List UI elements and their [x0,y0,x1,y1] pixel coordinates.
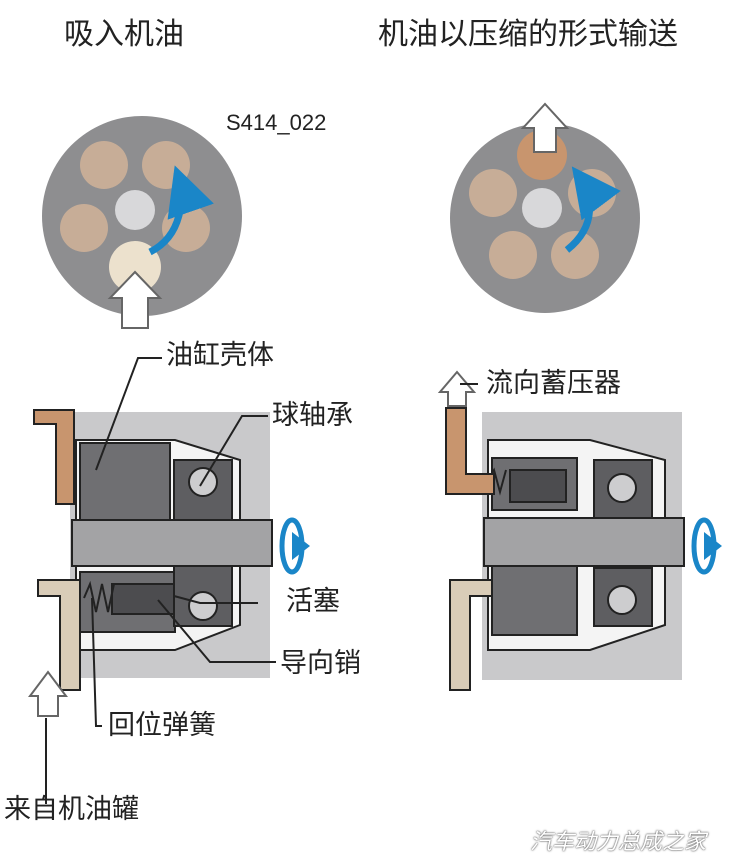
figure-code: S414_022 [226,110,327,135]
pressure-pipe [445,407,495,495]
suction-disc [42,116,242,329]
suction-pipe [37,579,81,691]
watermark: 汽车动力总成之家 [530,830,707,855]
piston [111,583,175,615]
piston-bore [162,204,210,252]
label-cylinder-housing: 油缸壳体 [166,340,274,371]
label-to-accumulator: 流向蓄压器 [486,368,621,399]
piston-bore [489,231,537,279]
label-return-spring: 回位弹簧 [108,710,216,741]
piston-bore [60,204,108,252]
pressure-pipe [33,409,75,505]
leader-lines [45,357,478,804]
leader-cylinder-housing [95,357,162,471]
label-ball-bearing: 球轴承 [272,400,353,431]
shaft [483,517,685,567]
rotation-arrow [148,165,214,256]
pressure-disc [450,102,640,313]
suction-bore [109,241,161,293]
bearing-ball [188,591,218,621]
leader-piston [173,595,258,604]
outflow-arrow-icon [437,370,477,407]
inflow-arrow-icon [28,670,68,717]
label-guide-pin: 导向销 [280,648,361,679]
piston [509,469,567,503]
label-piston: 活塞 [286,586,340,617]
rotation-icon [704,532,722,560]
piston-bore [551,231,599,279]
piston-bore [80,141,128,189]
shaft [71,519,273,567]
bearing-ball [607,585,637,615]
leader-guide-pin [157,599,276,663]
outflow-arrow-icon [520,102,570,153]
center-bore [522,188,562,228]
label-from-tank: 来自机油罐 [4,794,139,825]
return-spring [83,580,115,613]
pressure-section [437,370,722,691]
leader-return-spring [91,597,102,727]
leader-ball-bearing [199,415,268,487]
rotation-icon [292,532,310,560]
title-compression: 机油以压缩的形式输送 [378,17,678,52]
suction-pipe [449,579,493,691]
piston-bore [469,169,517,217]
title-suction: 吸入机油 [64,17,184,52]
suction-section [28,409,310,717]
inflow-arrow-icon [107,270,163,329]
bearing-ball [607,473,637,503]
rotation-arrow [564,166,621,253]
center-bore [115,190,155,230]
